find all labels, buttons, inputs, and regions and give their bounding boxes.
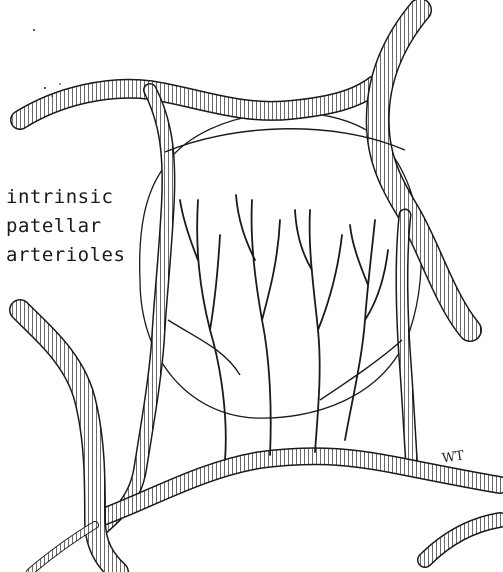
label-line-1: intrinsic (6, 183, 125, 212)
arteriole-4 (345, 220, 388, 440)
arteriole-1 (180, 200, 226, 460)
intrinsic-arterioles (180, 195, 388, 460)
arterioles-label: intrinsic patellar arterioles (6, 183, 125, 270)
arteriole-2 (236, 195, 280, 455)
arteriole-3 (295, 210, 342, 452)
label-line-2: patellar (6, 212, 125, 241)
peripatellar-vessel-ring (20, 10, 500, 572)
anastomotic-arcs (165, 129, 405, 400)
label-line-3: arterioles (6, 241, 125, 270)
artist-initials: WT (441, 449, 465, 467)
